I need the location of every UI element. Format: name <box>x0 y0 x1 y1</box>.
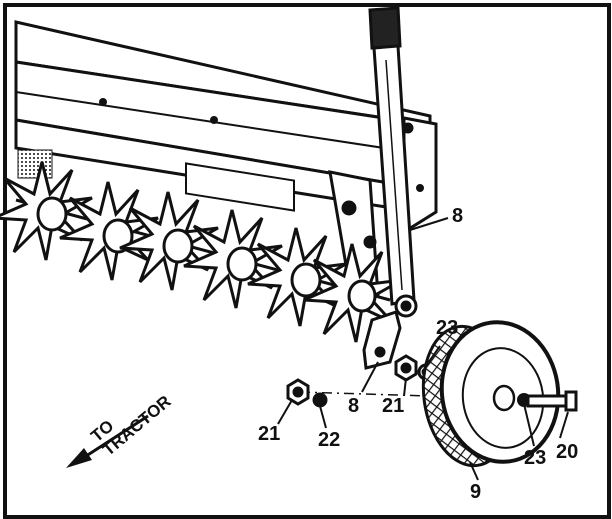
callout-22: 22 <box>318 429 341 451</box>
callout-21-left: 21 <box>258 423 281 445</box>
leader-lines <box>277 217 569 481</box>
callout-8-upper: 8 <box>452 205 464 227</box>
callout-23-lower: 23 <box>524 447 547 469</box>
callout-8-lower: 8 <box>348 395 360 417</box>
callout-21-right: 21 <box>382 395 405 417</box>
bolt-20 <box>526 390 578 412</box>
callout-23-upper: 23 <box>436 317 459 339</box>
wheel-arm <box>362 294 418 370</box>
frame-plate-label <box>185 162 295 212</box>
direction-arrow <box>66 414 149 468</box>
washer-22 <box>312 392 328 408</box>
wheel-hub <box>492 384 516 412</box>
hardware <box>286 354 435 408</box>
tine-assembly <box>0 160 404 344</box>
frame-end-panel <box>17 149 53 179</box>
callout-9: 9 <box>470 481 482 503</box>
callout-20: 20 <box>556 441 579 463</box>
aerator-frame <box>14 20 434 212</box>
